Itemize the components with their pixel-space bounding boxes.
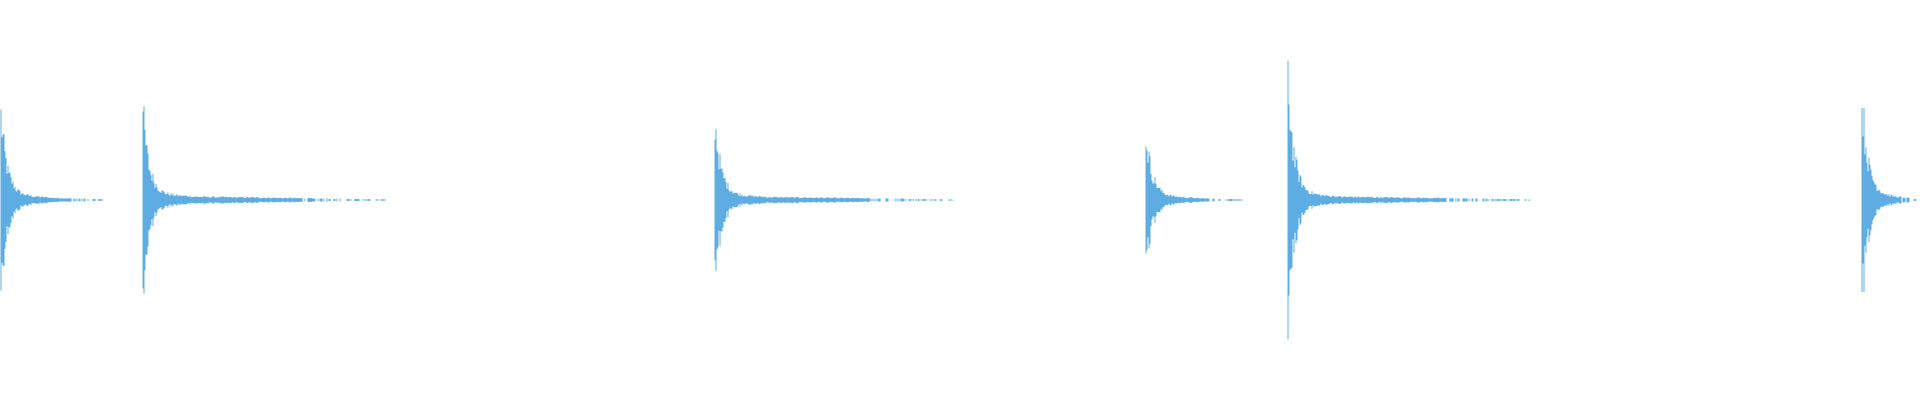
- waveform-transient: [1861, 108, 1917, 292]
- waveform-transient: [1287, 60, 1531, 340]
- waveform-event-3: [714, 128, 954, 272]
- waveform-event-2: [142, 106, 386, 294]
- waveform-event-4: [1145, 146, 1243, 254]
- waveform-transient: [142, 106, 386, 294]
- waveform-event-5: [1287, 60, 1531, 340]
- waveform-channel: [0, 60, 1917, 340]
- waveform-transient: [714, 128, 954, 272]
- waveform-event-1: [0, 109, 104, 291]
- waveform-transient: [0, 109, 104, 291]
- waveform-event-6: [1861, 108, 1917, 292]
- waveform-transient: [1145, 146, 1243, 254]
